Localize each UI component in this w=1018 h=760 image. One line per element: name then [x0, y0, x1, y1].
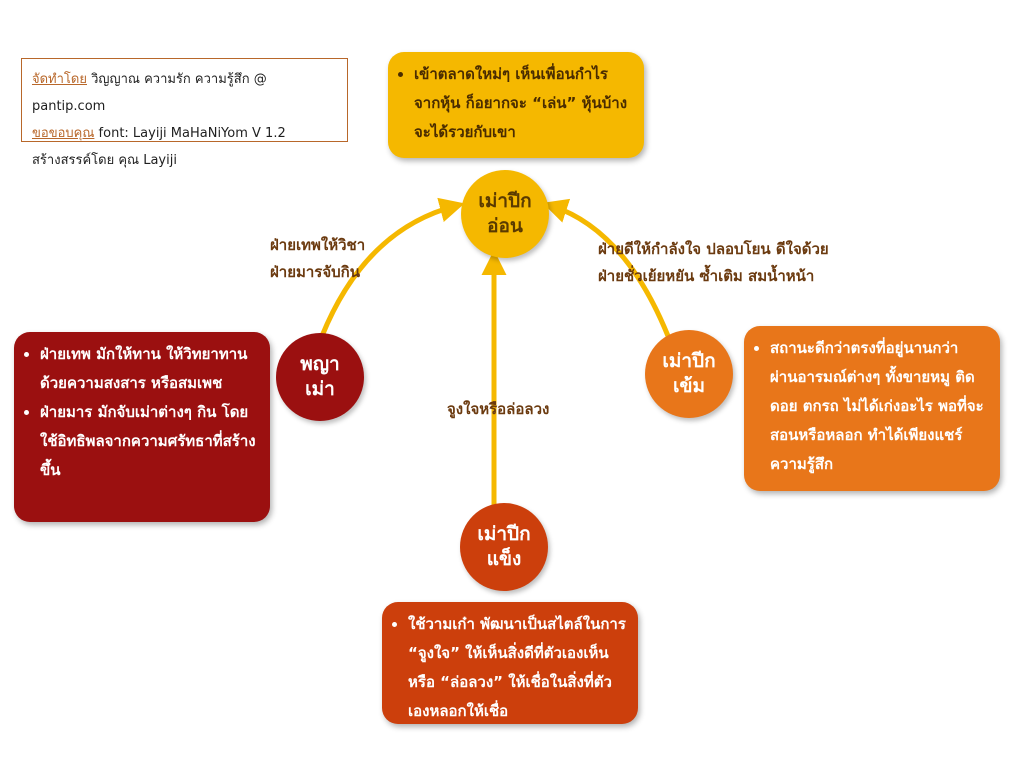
box-bottom: ใช้วามเก๋า พัฒนาเป็นสไตล์ในการ “จูงใจ” ใ…: [382, 602, 638, 724]
box-bottom-item: ใช้วามเก๋า พัฒนาเป็นสไตล์ในการ “จูงใจ” ใ…: [408, 610, 628, 726]
made-by-value: วิญญาณ ความรัก ความรู้สึก @ pantip.com: [32, 72, 267, 114]
box-right: สถานะดีกว่าตรงที่อยู่นานกว่า ผ่านอารมณ์ต…: [744, 326, 1000, 491]
node-soft-line2: อ่อน: [487, 215, 523, 237]
credit-made-by: จัดทำโดย วิญญาณ ความรัก ความรู้สึก @ pan…: [32, 66, 337, 120]
box-top-item: เข้าตลาดใหม่ๆ เห็นเพื่อนกำไรจากหุ้น ก็อย…: [414, 60, 634, 147]
box-left-item: ฝ่ายเทพ มักให้ทาน ให้วิทยาทาน ด้วยความสง…: [40, 340, 260, 398]
box-left: ฝ่ายเทพ มักให้ทาน ให้วิทยาทาน ด้วยความสง…: [14, 332, 270, 522]
thanks-value: font: Layiji MaHaNiYom V 1.2: [98, 126, 286, 141]
node-dark-line1: เม่าปีก: [662, 350, 716, 372]
node-strong-line1: เม่าปีก: [477, 523, 531, 545]
credit-created-by: สร้างสรรค์โดย คุณ Layiji: [32, 153, 177, 168]
box-right-list: สถานะดีกว่าตรงที่อยู่นานกว่า ผ่านอารมณ์ต…: [760, 334, 990, 479]
box-left-list: ฝ่ายเทพ มักให้ทาน ให้วิทยาทาน ด้วยความสง…: [30, 340, 260, 485]
made-by-label: จัดทำโดย: [32, 72, 87, 87]
node-strong-line2: แข็ง: [486, 548, 522, 570]
box-top: เข้าตลาดใหม่ๆ เห็นเพื่อนกำไรจากหุ้น ก็อย…: [388, 52, 644, 158]
credits-box: จัดทำโดย วิญญาณ ความรัก ความรู้สึก @ pan…: [21, 58, 348, 168]
node-king: พญา เม่า: [276, 333, 364, 421]
node-dark-wing: เม่าปีก เข้ม: [645, 330, 733, 418]
arrow-dark-to-soft: [542, 198, 671, 337]
thanks-label: ขอขอบคุณ: [32, 126, 95, 141]
credit-thanks: ขอขอบคุณ font: Layiji MaHaNiYom V 1.2: [32, 120, 337, 147]
box-right-item: สถานะดีกว่าตรงที่อยู่นานกว่า ผ่านอารมณ์ต…: [770, 334, 990, 479]
box-bottom-list: ใช้วามเก๋า พัฒนาเป็นสไตล์ในการ “จูงใจ” ใ…: [398, 610, 628, 726]
edge-left-line1: ฝ่ายเทพให้วิชา: [270, 236, 366, 254]
edge-label-center: จูงใจหรือล่อลวง: [447, 400, 550, 418]
edge-right-line2: ฝ่ายชั่วเย้ยหยัน ซ้ำเติม สมน้ำหน้า: [598, 267, 815, 285]
node-king-line2: เม่า: [305, 378, 335, 400]
box-top-list: เข้าตลาดใหม่ๆ เห็นเพื่อนกำไรจากหุ้น ก็อย…: [404, 60, 634, 147]
box-left-item: ฝ่ายมาร มักจับเม่าต่างๆ กิน โดยใช้อิทธิพ…: [40, 398, 260, 485]
edge-left-line2: ฝ่ายมารจับกิน: [270, 263, 361, 281]
arrow-king-to-soft: [319, 197, 465, 337]
node-soft-wing: เม่าปีก อ่อน: [461, 170, 549, 258]
edge-label-right: ฝ่ายดีให้กำลังใจ ปลอบโยน ดีใจด้วย ฝ่ายชั…: [598, 236, 829, 290]
node-strong-wing: เม่าปีก แข็ง: [460, 503, 548, 591]
node-dark-line2: เข้ม: [672, 375, 705, 397]
node-king-line1: พญา: [300, 353, 340, 375]
node-soft-line1: เม่าปีก: [478, 190, 532, 212]
edge-right-line1: ฝ่ายดีให้กำลังใจ ปลอบโยน ดีใจด้วย: [598, 240, 829, 258]
edge-label-left: ฝ่ายเทพให้วิชา ฝ่ายมารจับกิน: [270, 232, 365, 286]
